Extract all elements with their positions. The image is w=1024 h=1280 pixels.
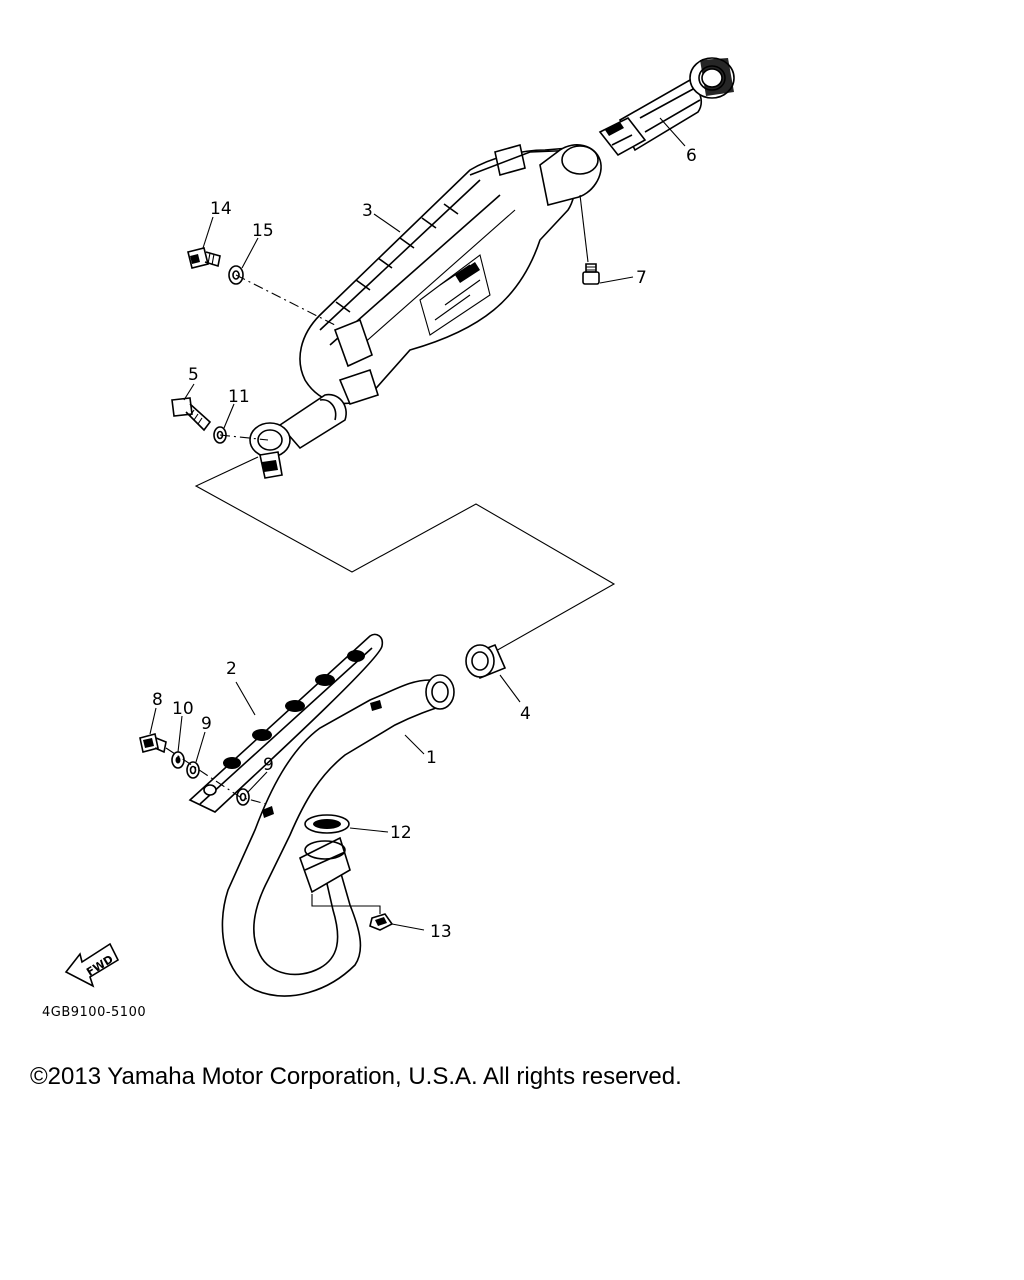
- connection-guide-line: [194, 456, 616, 661]
- tail-pipe-drawing: [598, 57, 735, 157]
- forward-arrow-icon: [64, 942, 120, 988]
- bolt-5-drawing: [171, 397, 212, 432]
- washer-9b-drawing: [236, 788, 250, 806]
- part-label-6: 6: [686, 146, 697, 166]
- gasket-12-drawing: [304, 814, 350, 834]
- bolt-7-drawing: [582, 263, 600, 285]
- part-label-14: 14: [210, 199, 232, 219]
- bolt-14-drawing: [187, 247, 221, 269]
- forward-direction-arrow: FWD: [64, 942, 120, 988]
- part-label-10: 10: [172, 699, 194, 719]
- part-label-12: 12: [390, 823, 412, 843]
- part-label-2: 2: [226, 659, 237, 679]
- part-label-4: 4: [520, 704, 531, 724]
- exhaust-exploded-diagram: 1 2 3 4 5 6 7 8 9 9 10 11 12 13 14 15 FW…: [42, 57, 735, 1020]
- part-label-7: 7: [636, 268, 647, 288]
- part-label-9b: 9: [263, 755, 274, 775]
- part-label-9a: 9: [201, 714, 212, 734]
- washer-9a-drawing: [186, 761, 200, 779]
- copyright-notice: ©2013 Yamaha Motor Corporation, U.S.A. A…: [30, 1063, 682, 1090]
- nut-13-drawing: [311, 894, 394, 931]
- part-label-11: 11: [228, 387, 250, 407]
- muffler-drawing: [249, 144, 602, 479]
- washer-10-drawing: [171, 751, 185, 769]
- part-label-3: 3: [362, 201, 373, 221]
- diagram-code: 4GB9100-5100: [42, 1005, 146, 1020]
- protector-2-drawing: [188, 633, 384, 813]
- bolt-8-drawing: [139, 733, 167, 754]
- part-label-13: 13: [430, 922, 452, 942]
- joint-4-drawing: [465, 643, 507, 680]
- part-labels: 1 2 3 4 5 6 7 8 9 9 10 11 12 13 14 15: [152, 146, 697, 942]
- part-label-5: 5: [188, 365, 199, 385]
- part-label-1: 1: [426, 748, 437, 768]
- exhaust-pipe-drawing: [221, 674, 455, 997]
- part-label-8: 8: [152, 690, 163, 710]
- leader-lines: [149, 117, 686, 931]
- part-label-15: 15: [252, 221, 274, 241]
